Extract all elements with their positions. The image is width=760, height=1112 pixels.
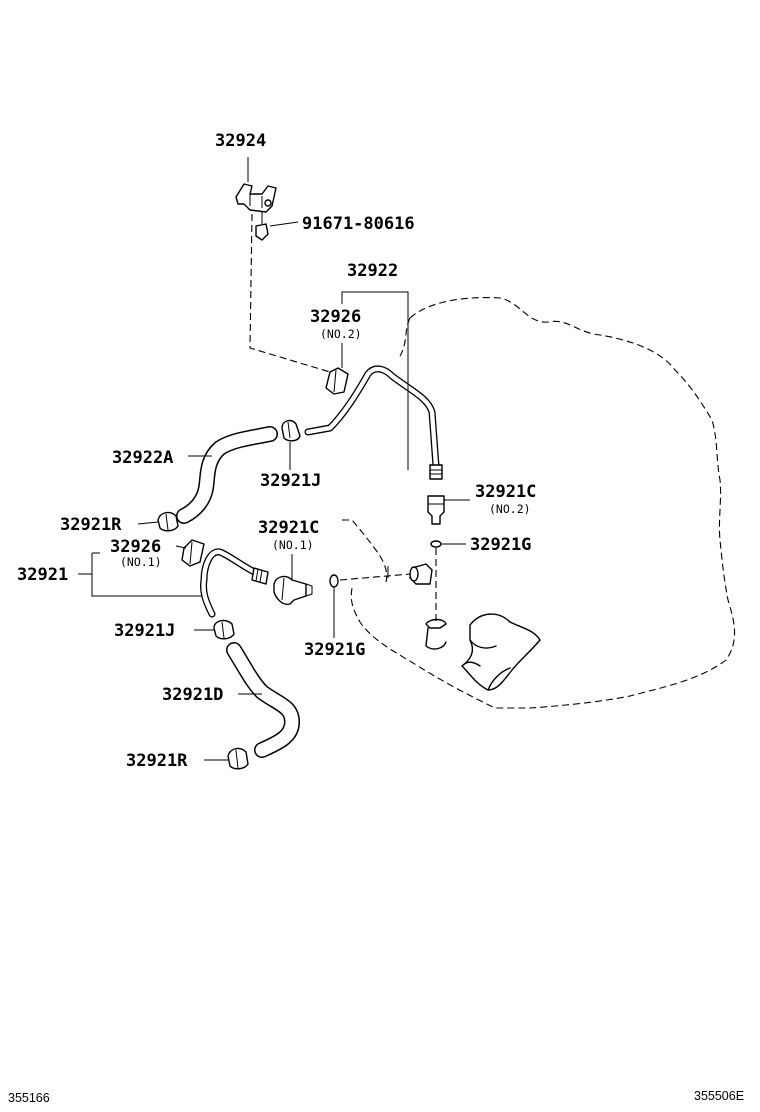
bracket-32921-lower [91,553,202,597]
housing-port [425,618,447,650]
label-32922A: 32922A [112,448,173,468]
label-91671-80616: 91671-80616 [302,214,415,234]
label-32921D: 32921D [162,685,223,705]
clamp-32926-no1 [181,539,205,567]
clip-32921R-low [227,747,249,770]
label-32921J-top: 32921J [260,471,321,491]
gasket-32921G-low [329,574,339,588]
clip-32921J-low [213,619,235,640]
housing-fitting [409,563,433,585]
pipe-32922 [304,365,443,480]
label-32921: 32921 [17,565,68,585]
label-32921R-low: 32921R [126,751,188,771]
leader-32922 [341,291,409,470]
label-32921R-top: 32921R [60,515,122,535]
label-32926-top-sub: (NO.2) [320,327,362,341]
clip-32921R-top [157,511,179,532]
label-32926-left-sub: (NO.1) [120,555,162,569]
clip-32921J-top [281,419,301,442]
hose-32922A [176,426,278,524]
footer-left-code: 355166 [8,1091,50,1105]
transmission-housing-outline [342,297,736,709]
label-32924: 32924 [215,131,266,151]
label-32921G-right: 32921G [470,535,531,555]
label-32921J-low: 32921J [114,621,175,641]
union-32921C-no2 [427,495,445,525]
label-32922: 32922 [347,261,398,281]
footer-right-code: 355506E [694,1089,744,1103]
label-32921C-mid-sub: (NO.1) [272,538,314,552]
label-32921C-right-sub: (NO.2) [489,502,531,516]
label-32926-left: 32926 [110,537,161,557]
leader-32926-left [175,545,187,549]
leader-91671 [269,221,299,227]
union-32921C-no1 [273,575,313,606]
dashed-link-gasket [339,573,411,581]
pipe-32921 [200,548,269,618]
bolt-91671-80616 [255,212,269,241]
hose-32921D [226,642,300,758]
label-32921C-mid: 32921C [258,518,319,538]
housing-internal-detail [461,613,541,691]
leader-32921R-top [137,521,159,525]
dashed-link-bracket [249,213,331,373]
label-32921G-low: 32921G [304,640,365,660]
gasket-32921G-right [430,540,442,548]
bracket-32924 [235,183,277,213]
label-32926-top: 32926 [310,307,361,327]
clamp-32926-no2 [325,367,349,395]
label-32921C-right: 32921C [475,482,536,502]
